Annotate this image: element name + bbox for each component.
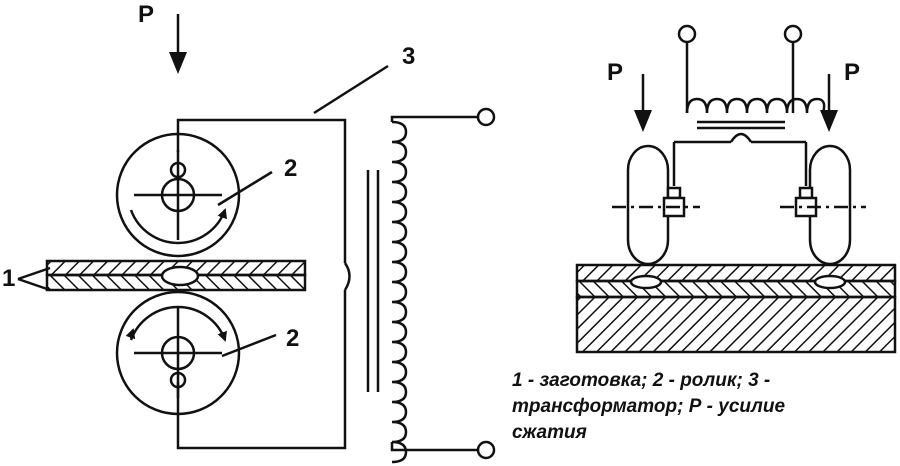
workpiece-number-label: 1 — [2, 265, 15, 292]
legend-line-1: 1 - заготовка; 2 - ролик; 3 - — [512, 370, 771, 391]
force-label-right-left: P — [607, 59, 623, 86]
leader-2-lower — [221, 333, 277, 358]
force-arrow-right-right — [820, 74, 838, 132]
leader-1b — [17, 277, 51, 292]
legend-caption: 1 - заготовка; 2 - ролик; 3 - трансформа… — [512, 368, 892, 446]
transformer-left — [366, 107, 496, 464]
left-seam-welding-diagram — [17, 14, 496, 464]
roller-number-label-upper: 2 — [284, 155, 297, 182]
leader-3 — [313, 64, 389, 115]
force-arrow-top — [169, 14, 187, 74]
workpiece-sheets-right — [575, 263, 897, 354]
force-label-right-right: P — [844, 59, 860, 86]
transformer-number-label: 3 — [402, 43, 415, 70]
disk-roller-left — [612, 144, 700, 266]
transformer-right — [672, 24, 826, 186]
legend-line-3: сжатия — [512, 422, 587, 443]
right-seam-welding-diagram — [575, 24, 897, 354]
legend-line-2: трансформатор; Р - усилие — [512, 396, 786, 417]
workpiece-sheets-left — [45, 259, 307, 292]
force-arrow-right-left — [634, 74, 652, 132]
leader-2-upper — [217, 170, 273, 207]
lower-roller — [115, 290, 241, 416]
force-label-left: P — [138, 1, 154, 28]
roller-number-label-lower: 2 — [286, 325, 299, 352]
upper-roller — [115, 132, 241, 258]
leader-1a — [17, 266, 51, 281]
disk-roller-right — [780, 144, 866, 266]
